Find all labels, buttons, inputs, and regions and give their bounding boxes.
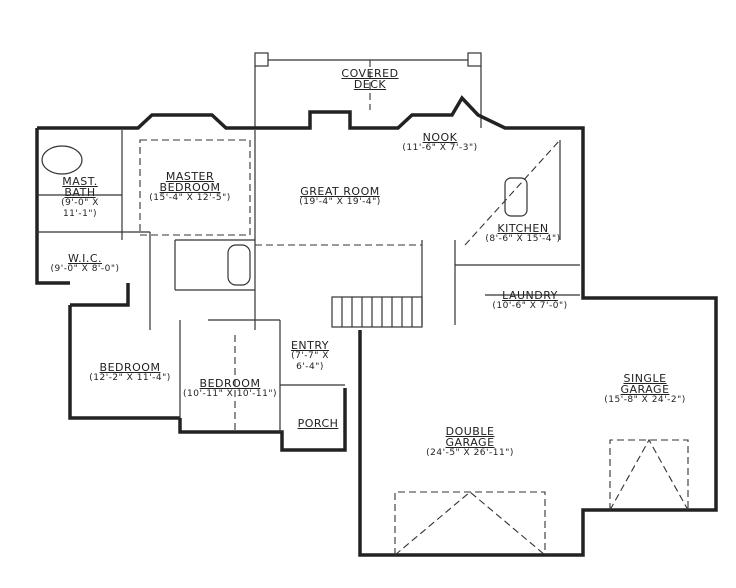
- bathtub: [41, 145, 83, 175]
- room-kitchen: KITCHEN (8'-6" X 15'-4"): [485, 222, 561, 244]
- deck-post: [467, 52, 482, 67]
- kitchen-island: [504, 177, 528, 217]
- room-double-garage: DOUBLE GARAGE (24'-5" X 26'-11"): [426, 425, 514, 458]
- room-bedroom-1: BEDROOM (12'-2" X 11'-4"): [89, 361, 171, 383]
- room-nook: NOOK (11'-6" X 7'-3"): [402, 131, 478, 153]
- room-great-room: GREAT ROOM (19'-4" X 19'-4"): [299, 185, 381, 207]
- ceiling-lines: [139, 139, 689, 556]
- room-wic: W.I.C. (9'-0" X 8'-0"): [50, 252, 120, 274]
- room-master-bedroom: MASTER BEDROOM (15'-4" X 12'-5"): [149, 170, 231, 203]
- room-entry: ENTRY (7'-7" X 6'-4"): [290, 339, 330, 372]
- deck-post: [254, 52, 269, 67]
- room-bedroom-2: BEDROOM (10'-11" X 10'-11"): [183, 377, 277, 399]
- interior-walls: [37, 130, 580, 432]
- room-single-garage: SINGLE GARAGE (15'-8" X 24'-2"): [604, 372, 686, 405]
- exterior-walls: [35, 95, 718, 557]
- room-master-bath: MAST. BATH (9'-0" X 11'-1"): [61, 175, 99, 219]
- stairs: [331, 296, 423, 328]
- bathtub: [227, 244, 251, 286]
- room-porch: PORCH: [297, 417, 339, 430]
- room-covered-deck: COVERED DECK: [341, 67, 399, 91]
- room-laundry: LAUNDRY (10'-6" X 7'-0"): [492, 289, 568, 311]
